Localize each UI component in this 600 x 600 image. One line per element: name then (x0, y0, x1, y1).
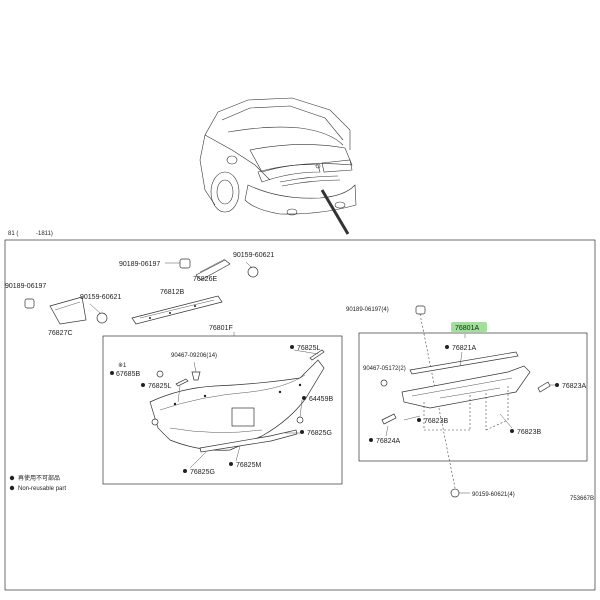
label-90159-60621-a: 90159-60621 (233, 252, 274, 259)
label-76824a: 76824A (376, 438, 400, 445)
label-star-mark: ※1 (118, 363, 127, 369)
legend-jp: 再使用不可部品 (18, 474, 60, 482)
car-illustration (199, 97, 357, 235)
label-67685b: 67685B (116, 371, 140, 378)
label-76827c: 76827C (48, 330, 73, 337)
range-note: -1811) (36, 231, 53, 237)
highlight-76801a (451, 322, 487, 332)
garnish-76801f-drawing (149, 349, 325, 469)
box-76801f (102, 335, 343, 485)
range-prefix: 81 ( (8, 231, 18, 237)
label-90189-06197-a: 90189-06197 (119, 261, 160, 268)
label-76821a: 76821A (452, 345, 476, 352)
main-frame (4, 239, 596, 591)
legend-marker-jp (9, 475, 15, 481)
label-76823b-a: 76823B (424, 418, 448, 425)
label-90159-60621-b: 90159-60621 (80, 294, 121, 301)
illustration-code: 753667B (570, 496, 594, 502)
label-76825l-a: 76825L (297, 345, 320, 352)
label-76825m: 76825M (236, 462, 261, 469)
label-90189-06197-c: 90189-06197(4) (346, 307, 389, 313)
upper-parts-group (24, 258, 259, 325)
legend-marker-en (9, 485, 15, 491)
label-90467-05172: 90467-05172(2) (363, 366, 406, 372)
legend-en: Non-reusable part (18, 486, 66, 492)
box-76801a (358, 332, 588, 462)
label-76801a: 76801A (455, 325, 479, 332)
label-90159-60621-c: 90159-60621(4) (472, 492, 515, 498)
label-76801f: 76801F (209, 325, 233, 332)
label-76825l-b: 76825L (148, 383, 171, 390)
label-76825g-a: 76825G (307, 430, 332, 437)
label-76823b-b: 76823B (517, 429, 541, 436)
label-64459b: 64459B (309, 396, 333, 403)
garnish-76801a-drawing (380, 334, 558, 437)
label-90467-09206: 90467-09206(14) (171, 353, 217, 359)
label-76823a: 76823A (562, 383, 586, 390)
label-76826e: 76826E (193, 276, 217, 283)
label-76825g-b: 76825G (190, 469, 215, 476)
label-90189-06197-b: 90189-06197 (5, 283, 46, 290)
label-76812b: 76812B (160, 289, 184, 296)
